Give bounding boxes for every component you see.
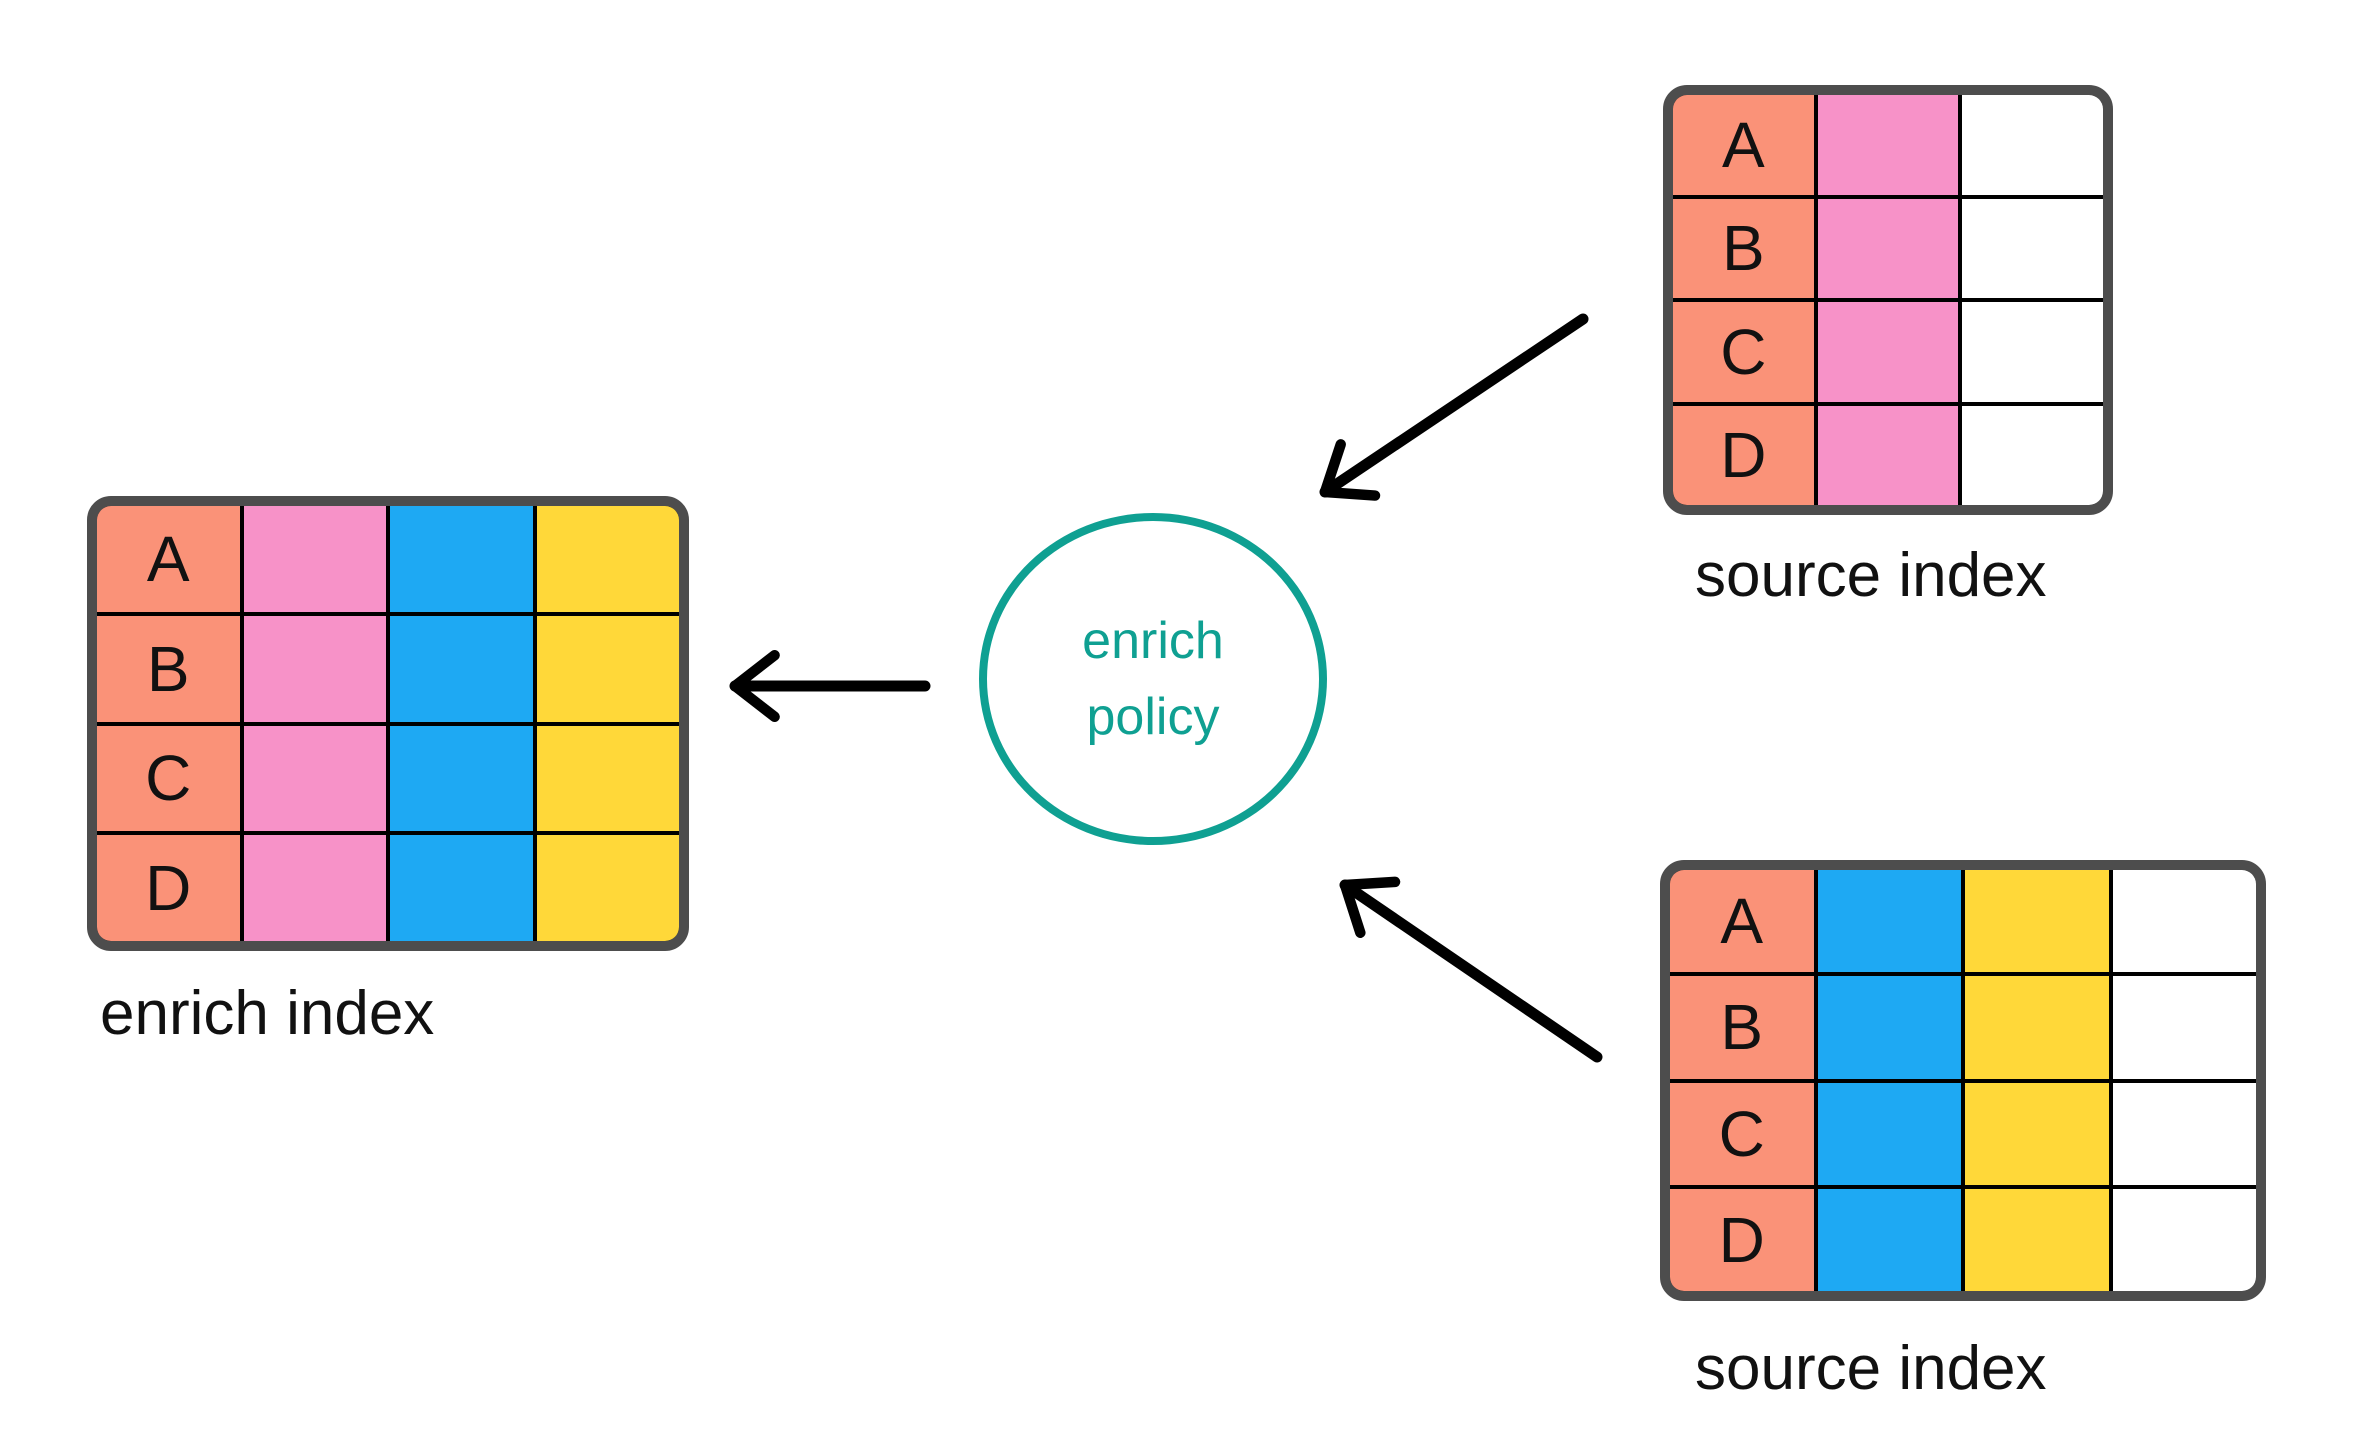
row-label-cell: C	[97, 725, 240, 832]
data-cell-white	[2112, 1082, 2256, 1185]
source-index-top-label: source index	[1695, 541, 2047, 610]
row-label-cell: D	[97, 835, 240, 941]
data-cell-blue	[1817, 1188, 1961, 1291]
arrow-source-bottom-to-policy	[1339, 876, 1603, 1063]
arrow-source-top-to-policy	[1319, 313, 1589, 501]
data-cell-pink	[1817, 405, 1959, 505]
data-cell-white	[2112, 976, 2256, 1079]
data-cell-white	[1962, 302, 2103, 402]
data-cell-pink	[1817, 95, 1959, 195]
data-cell-blue	[1817, 1082, 1961, 1185]
data-cell-white	[2112, 870, 2256, 973]
row-label-cell: A	[1670, 870, 1814, 973]
enrich-policy-label-line1: enrich	[1082, 612, 1224, 670]
data-cell-blue	[390, 725, 533, 832]
data-cell-blue	[1817, 870, 1961, 973]
data-cell-yellow	[1965, 870, 2109, 973]
data-cell-yellow	[1965, 976, 2109, 1079]
row-label-cell: B	[1670, 976, 1814, 1079]
data-cell-yellow	[536, 725, 679, 832]
row-label-cell: D	[1670, 1188, 1814, 1291]
enrich-policy-label-line2: policy	[1086, 688, 1220, 746]
data-cell-white	[2112, 1188, 2256, 1291]
data-cell-blue	[390, 615, 533, 722]
data-cell-white	[1962, 198, 2103, 298]
row-label-cell: B	[97, 615, 240, 722]
enrich-policy-circle: enrich policy	[979, 513, 1327, 845]
row-label-cell: D	[1673, 405, 1814, 505]
data-cell-blue	[390, 835, 533, 941]
data-cell-pink	[243, 506, 386, 612]
data-cell-yellow	[1965, 1188, 2109, 1291]
data-cell-yellow	[536, 835, 679, 941]
row-label-cell: A	[97, 506, 240, 612]
source-index-bottom-label: source index	[1695, 1334, 2047, 1403]
row-label-cell: C	[1670, 1082, 1814, 1185]
data-cell-pink	[243, 835, 386, 941]
data-cell-pink	[1817, 302, 1959, 402]
data-cell-blue	[1817, 976, 1961, 1079]
row-label-cell: C	[1673, 302, 1814, 402]
row-label-cell: B	[1673, 198, 1814, 298]
data-cell-yellow	[536, 506, 679, 612]
data-cell-blue	[390, 506, 533, 612]
data-cell-pink	[1817, 198, 1959, 298]
enrich-index-label: enrich index	[100, 979, 435, 1048]
data-cell-white	[1962, 95, 2103, 195]
data-cell-white	[1962, 405, 2103, 505]
data-cell-yellow	[1965, 1082, 2109, 1185]
data-cell-pink	[243, 725, 386, 832]
data-cell-yellow	[536, 615, 679, 722]
data-cell-pink	[243, 615, 386, 722]
row-label-cell: A	[1673, 95, 1814, 195]
